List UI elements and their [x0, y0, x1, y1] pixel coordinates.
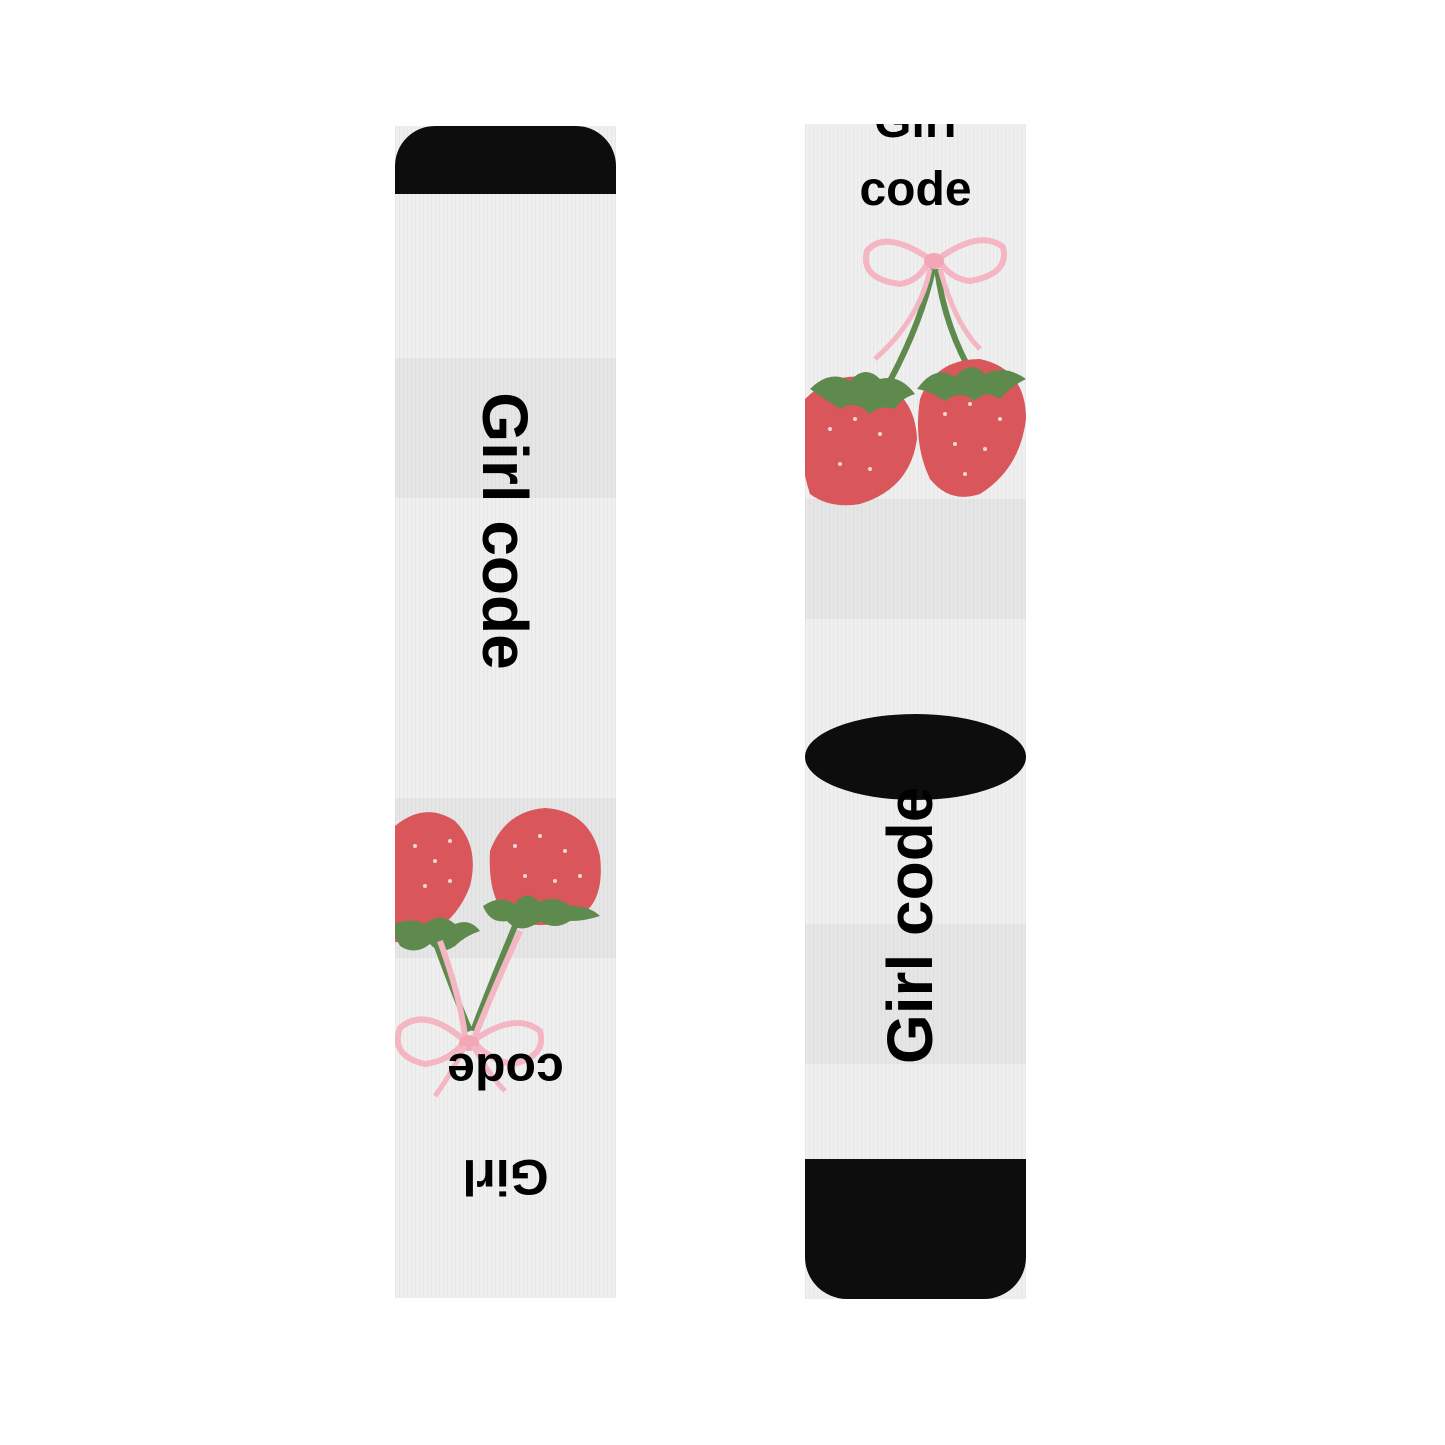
strawberry-bow-graphic	[805, 237, 1026, 506]
sock-cuff	[395, 126, 616, 194]
right-sock: Girl code Girl code	[805, 124, 1026, 1299]
upside-down-code-text: code	[447, 1043, 564, 1099]
cut-off-girl-text: Girl	[805, 124, 1026, 149]
strawberry-bow-graphic	[395, 808, 601, 1098]
left-sock: Girl code code Girl	[395, 126, 616, 1298]
upside-down-girl-text: Girl	[462, 1149, 549, 1205]
code-text: code	[859, 163, 972, 216]
sock-heel	[805, 714, 1026, 800]
sock-toe	[805, 1159, 1026, 1299]
